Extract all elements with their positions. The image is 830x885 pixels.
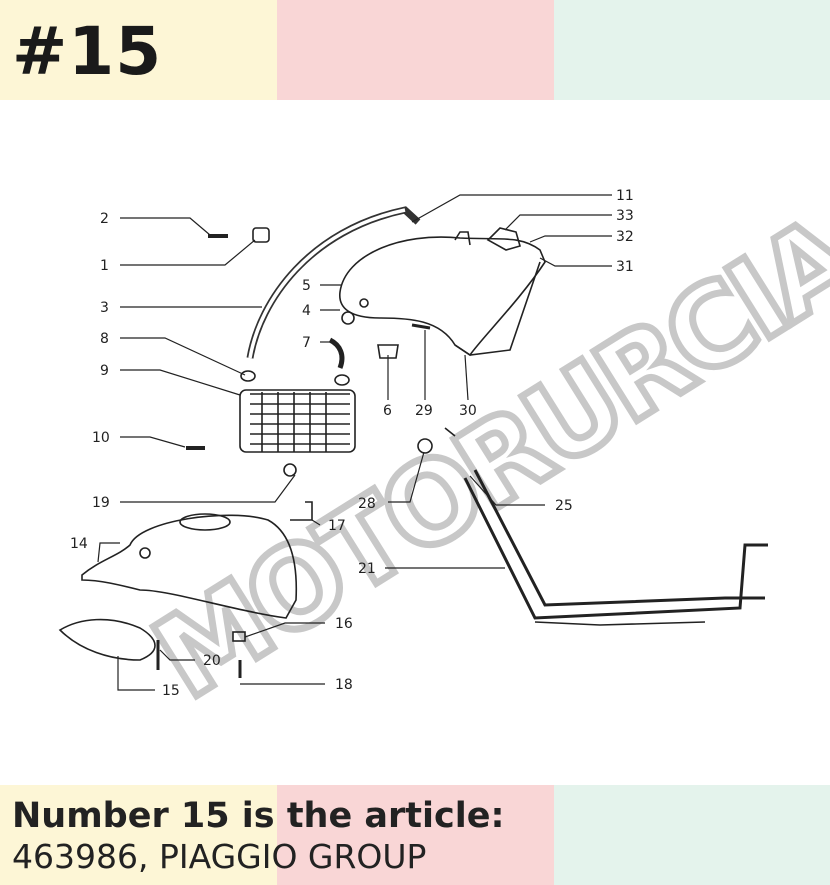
label-10: 10 bbox=[92, 430, 110, 446]
watermark: MOTORURCIA bbox=[130, 187, 830, 727]
label-4: 4 bbox=[302, 303, 311, 319]
part-number-badge: #15 bbox=[12, 13, 163, 90]
label-8: 8 bbox=[100, 331, 109, 347]
footer-band-cream bbox=[0, 785, 277, 885]
drawing-lines bbox=[58, 206, 768, 678]
footer-band bbox=[0, 785, 830, 885]
label-31: 31 bbox=[616, 259, 634, 275]
label-15: 15 bbox=[162, 683, 180, 699]
label-30: 30 bbox=[459, 403, 477, 419]
label-33: 33 bbox=[616, 208, 634, 224]
label-14: 14 bbox=[70, 536, 88, 552]
label-32: 32 bbox=[616, 229, 634, 245]
footer-band-pink bbox=[277, 785, 554, 885]
header-band-pink bbox=[277, 0, 554, 100]
label-17: 17 bbox=[328, 518, 346, 534]
header-band-mint bbox=[554, 0, 830, 100]
label-11: 11 bbox=[616, 188, 634, 204]
header-band bbox=[0, 0, 830, 100]
leader-lines bbox=[97, 194, 612, 691]
label-7: 7 bbox=[302, 335, 311, 351]
label-5: 5 bbox=[302, 278, 311, 294]
watermark-text: MOTORURCIA bbox=[133, 191, 830, 724]
callout-labels: 2 1 3 8 9 10 19 14 15 20 18 16 17 5 4 7 … bbox=[70, 188, 634, 699]
label-16: 16 bbox=[335, 616, 353, 632]
label-21: 21 bbox=[358, 561, 376, 577]
exploded-parts-diagram: MOTORURCIA bbox=[58, 187, 830, 728]
label-9: 9 bbox=[100, 363, 109, 379]
label-2: 2 bbox=[100, 211, 109, 227]
label-6: 6 bbox=[383, 403, 392, 419]
caption-article: 463986, PIAGGIO GROUP bbox=[12, 837, 427, 876]
label-1: 1 bbox=[100, 258, 109, 274]
label-28: 28 bbox=[358, 496, 376, 512]
footer-band-mint bbox=[554, 785, 830, 885]
label-20: 20 bbox=[203, 653, 221, 669]
label-29: 29 bbox=[415, 403, 433, 419]
caption-title: Number 15 is the article: bbox=[12, 796, 505, 836]
label-18: 18 bbox=[335, 677, 353, 693]
label-25: 25 bbox=[555, 498, 573, 514]
label-3: 3 bbox=[100, 300, 109, 316]
header-band-cream bbox=[0, 0, 277, 100]
label-19: 19 bbox=[92, 495, 110, 511]
